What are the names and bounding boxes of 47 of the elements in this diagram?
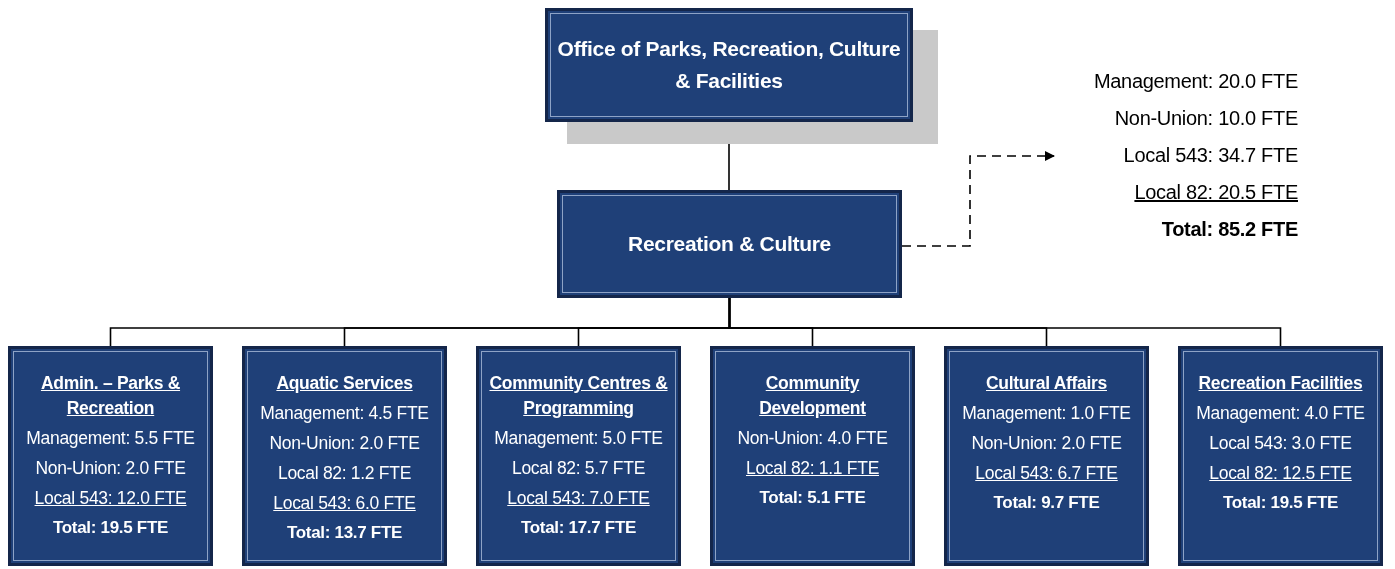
- org-box: [557, 190, 902, 298]
- fte-text: Local 82: 12.5 FTE: [1209, 462, 1352, 485]
- unit-box: [8, 346, 213, 566]
- total-text: Total: 9.7 FTE: [993, 492, 1100, 514]
- total-text: Total: 17.7 FTE: [520, 517, 637, 539]
- arrow: [901, 151, 1055, 247]
- unit-box: [944, 346, 1149, 566]
- fte-text: Local 82: 1.1 FTE: [746, 457, 879, 480]
- unit-box: [476, 346, 681, 566]
- fte-text: Local 543: 6.0 FTE: [273, 492, 416, 515]
- title-text: Recreation & Culture: [628, 231, 831, 257]
- fte-text: Local 82: 20.5 FTE: [1134, 180, 1298, 205]
- total-text: Total: 19.5 FTE: [1222, 492, 1339, 514]
- fte-text: Local 543: 34.7 FTE: [1123, 143, 1298, 168]
- unit-box: [1178, 346, 1383, 566]
- unit-heading: Cultural Affairs: [986, 372, 1107, 395]
- fte-text: Local 82: 1.2 FTE: [278, 462, 411, 485]
- fte-text: Local 543: 12.0 FTE: [34, 487, 187, 510]
- connector-line: [728, 297, 1282, 347]
- fte-text: Management: 4.0 FTE: [1196, 402, 1365, 425]
- fte-text: Non-Union: 2.0 FTE: [35, 457, 186, 480]
- total-text: Total: 5.1 FTE: [759, 487, 866, 509]
- total-text: Total: 13.7 FTE: [286, 522, 403, 544]
- fte-text: Non-Union: 10.0 FTE: [1114, 106, 1298, 131]
- fte-text: Local 543: 3.0 FTE: [1209, 432, 1352, 455]
- fte-text: Management: 1.0 FTE: [962, 402, 1131, 425]
- unit-heading: Community Development: [758, 372, 867, 420]
- fte-text: Management: 20.0 FTE: [1093, 69, 1298, 94]
- unit-box: [710, 346, 915, 566]
- fte-text: Management: 5.0 FTE: [494, 427, 663, 450]
- fte-text: Total: 85.2 FTE: [1161, 217, 1298, 242]
- total-text: Total: 19.5 FTE: [52, 517, 169, 539]
- fte-text: Non-Union: 2.0 FTE: [971, 432, 1122, 455]
- org-box: [545, 8, 913, 122]
- unit-heading: Admin. – Parks & Recreation: [39, 372, 182, 420]
- fte-text: Management: 5.5 FTE: [26, 427, 195, 450]
- unit-box: [242, 346, 447, 566]
- unit-heading: Aquatic Services: [276, 372, 413, 395]
- unit-heading: Recreation Facilities: [1198, 372, 1363, 395]
- fte-text: Local 82: 5.7 FTE: [512, 457, 645, 480]
- fte-text: Management: 4.5 FTE: [260, 402, 429, 425]
- fte-text: Local 543: 6.7 FTE: [975, 462, 1118, 485]
- title-text: Office of Parks, Recreation, Culture & Facilities: [556, 36, 902, 94]
- fte-text: Non-Union: 4.0 FTE: [737, 427, 888, 450]
- fte-text: Non-Union: 2.0 FTE: [269, 432, 420, 455]
- fte-text: Local 543: 7.0 FTE: [507, 487, 650, 510]
- unit-heading: Community Centres & Programming: [488, 372, 669, 420]
